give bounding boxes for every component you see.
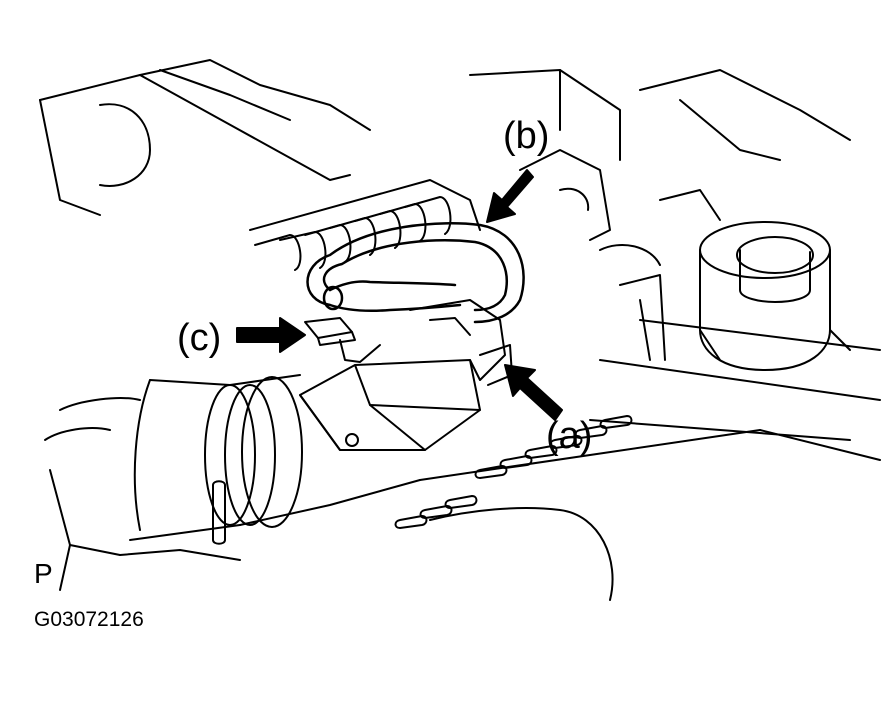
arrow-a bbox=[504, 364, 563, 421]
air-intake-duct bbox=[44, 374, 421, 545]
callout-a: (a) bbox=[546, 415, 593, 457]
filter-housing bbox=[49, 469, 241, 591]
view-mark: P bbox=[34, 558, 53, 589]
callout-c: (c) bbox=[177, 317, 222, 359]
arrow-b bbox=[486, 169, 534, 223]
figure-id: G03072126 bbox=[34, 608, 144, 631]
right-fender bbox=[599, 319, 881, 461]
looping-hose bbox=[306, 222, 525, 324]
engine-cover-right bbox=[394, 415, 851, 601]
upper-right-components bbox=[469, 69, 851, 361]
reservoir-cap bbox=[699, 221, 851, 371]
intake-manifold bbox=[249, 179, 481, 271]
callout-b: (b) bbox=[503, 115, 550, 157]
throttle-body bbox=[299, 299, 513, 451]
engine-cover-left bbox=[39, 59, 371, 216]
connector-c bbox=[304, 317, 381, 363]
arrow-c bbox=[236, 317, 306, 353]
